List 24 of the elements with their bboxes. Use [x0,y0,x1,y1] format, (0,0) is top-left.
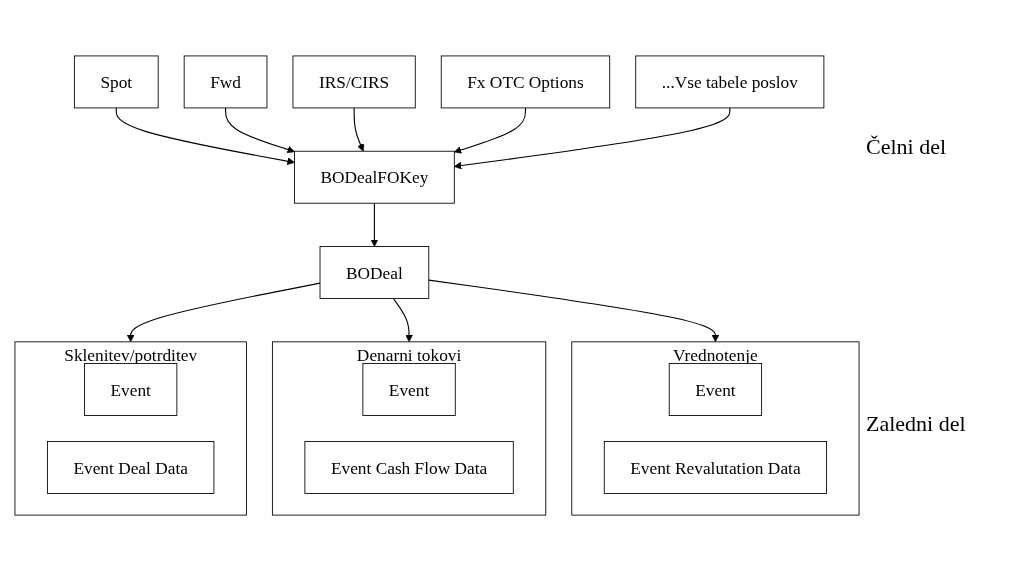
node-box: BODeal [319,246,430,299]
node-box: Fx OTC Options [440,55,611,109]
arrow [370,202,379,247]
node-box: Spot [73,55,159,109]
node-box: Event Cash Flow Data [304,441,514,494]
arrow [392,297,413,343]
section-label: Čelni del [866,133,948,160]
node-box: IRS/CIRS [292,55,416,109]
arrow [453,107,527,154]
arrow [428,279,720,343]
arrow [225,107,295,154]
node-box: Event Revalutation Data [603,441,827,494]
arrow [453,107,731,170]
arrow [126,282,321,343]
node-box: ...Vse tabele poslov [635,55,825,109]
node-box: Fwd [183,55,268,109]
node-box: Event [668,363,763,416]
node-box: BODealFOKey [294,150,455,204]
node-box: Event Deal Data [47,441,215,494]
arrow [353,107,365,152]
section-label: Zaledni del [866,411,967,438]
node-box: Event [362,363,456,416]
arrow [115,107,295,165]
node-box: Event [84,363,178,416]
